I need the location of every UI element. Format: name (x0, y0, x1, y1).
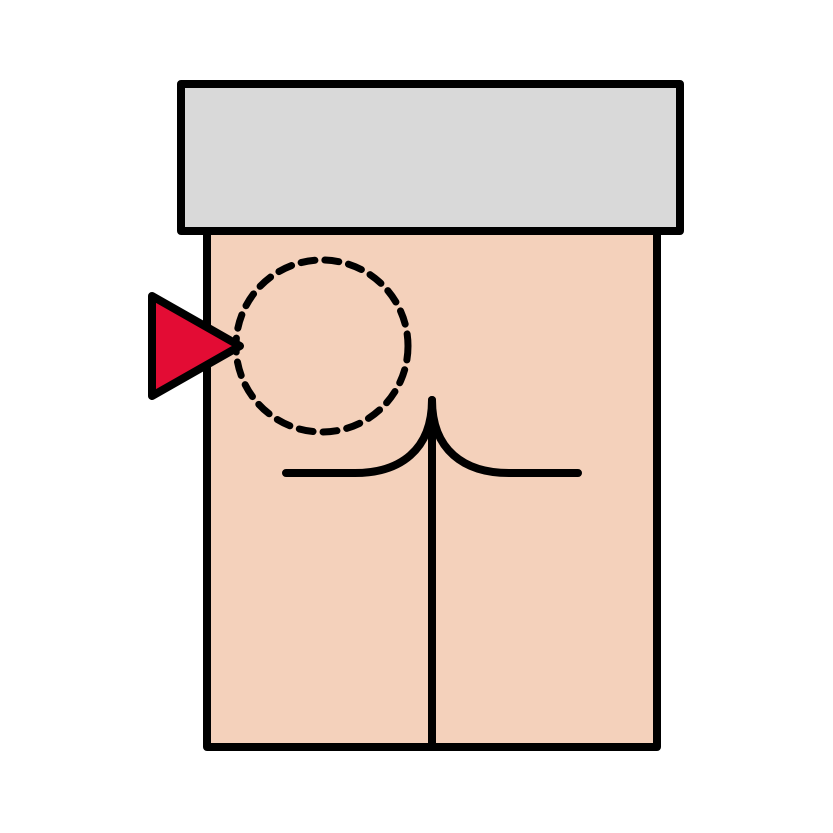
pointer-triangle-icon (148, 292, 244, 400)
waistband (177, 80, 684, 235)
gluteal-fold-curve (282, 396, 582, 477)
